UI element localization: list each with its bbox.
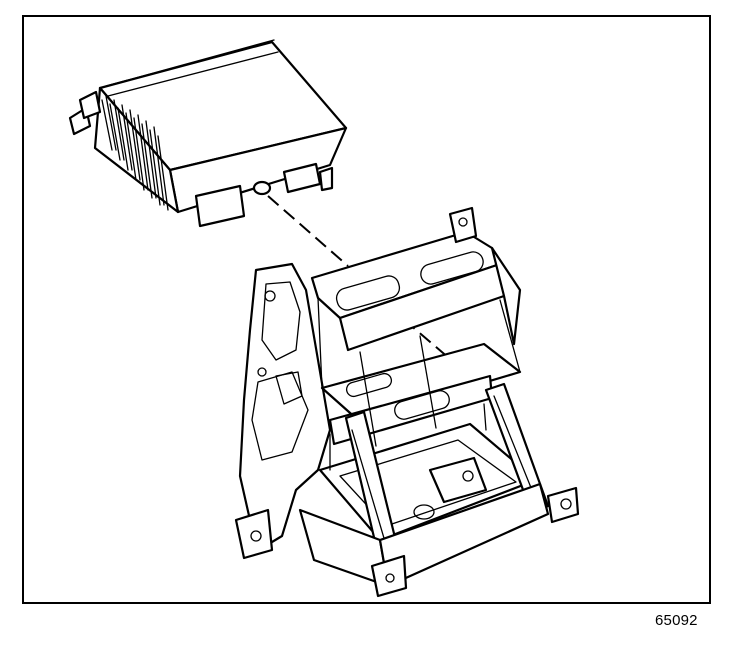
- heat-sink-fins: [101, 95, 169, 211]
- diagram-frame: [22, 15, 711, 604]
- control-module: [68, 39, 348, 228]
- mounting-bracket: [234, 206, 580, 598]
- figure-number: 65092: [655, 612, 698, 629]
- connector-block: [194, 162, 334, 228]
